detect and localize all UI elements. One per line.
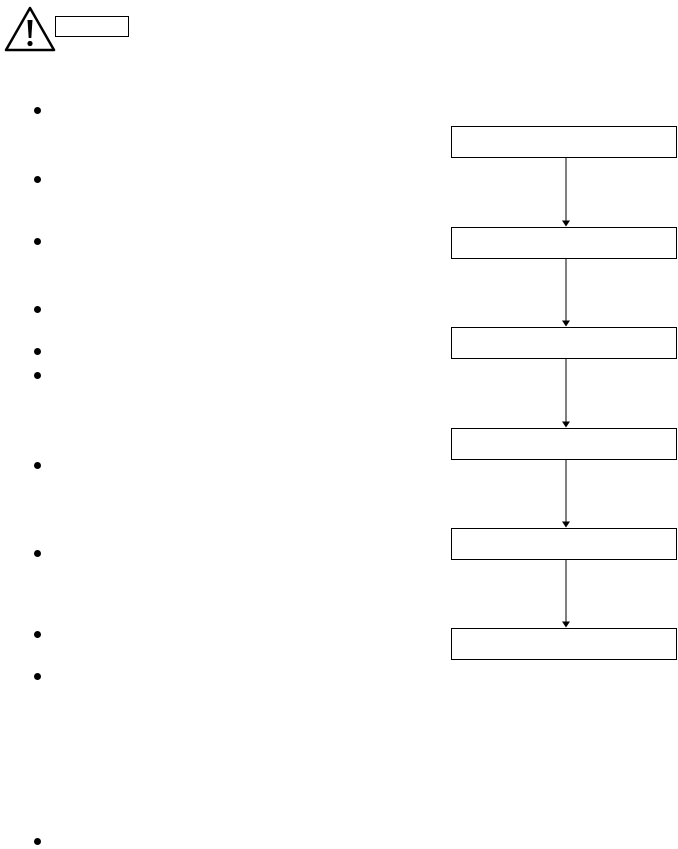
bullet-marker [34, 462, 41, 469]
flow-step [451, 126, 677, 158]
flow-step [451, 428, 677, 460]
bullet-marker [34, 348, 41, 355]
flow-step [451, 227, 677, 259]
bullet-marker [34, 176, 41, 183]
bullet-marker [34, 631, 41, 638]
flow-step [451, 528, 677, 560]
flow-step [451, 628, 677, 660]
bullet-marker [34, 372, 41, 379]
bullet-marker [34, 838, 41, 845]
bullet-marker [34, 107, 41, 114]
flow-step [451, 327, 677, 359]
bullet-marker [34, 550, 41, 557]
warning-triangle-icon [4, 6, 56, 52]
bullet-marker [34, 673, 41, 680]
warning-label [55, 16, 129, 37]
bullet-marker [34, 238, 41, 245]
bullet-marker [34, 306, 41, 313]
